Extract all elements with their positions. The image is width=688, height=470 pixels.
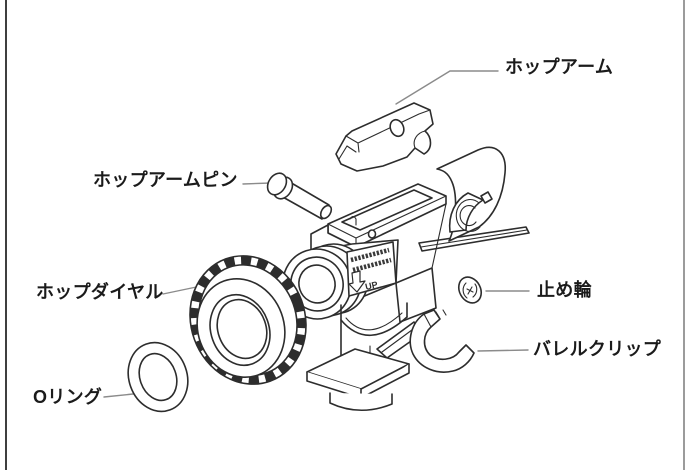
hop-dial-part [189,255,307,385]
nozzle-bore [298,264,336,304]
label-o-ring: Oリング [33,387,103,407]
leader-hop-arm-pin [242,182,272,185]
hop-arm-silhouette [335,102,434,172]
hop-arm-tip-facet [338,145,357,160]
body-rear-join [431,203,447,269]
body-right-face [395,267,437,323]
chamber-body-part: UP [282,146,530,412]
emboss-logo-line-1 [350,247,390,263]
leader-hop-arm [395,70,499,105]
label-hop-arm-pin: ホップアームピン [93,170,238,190]
dial-teeth [190,255,306,385]
frame-window [341,189,433,231]
saddle-front-rim [340,316,408,337]
leader-o-ring [103,393,134,398]
bottom-stub [329,392,393,412]
barrel-clip-body [409,309,475,373]
under-rail-edge [381,326,417,353]
o-ring-inner [138,352,178,402]
hop-arm-folds [345,109,431,153]
leader-barrel-clip [477,349,529,352]
frame-screw-hole [367,229,377,239]
lower-tube-walls [340,302,408,363]
e-clip-cutout [462,282,478,299]
page-left-border [5,0,7,470]
hop-arm-pin-part [266,172,333,220]
o-ring-part [127,341,189,413]
emboss-logo-line-2 [352,257,392,273]
hop-arm-hole [389,118,405,138]
pin-head-flange [266,172,288,196]
retaining-ring-part [457,276,483,304]
chamber-rail-bar-edge [420,229,528,248]
groove-tab [480,191,493,204]
frame-notch [349,215,357,226]
groove-arc-inner [459,205,477,227]
saddle-back-rim [345,312,403,331]
leader-lines [103,70,530,398]
hop-arm-part [335,102,434,172]
label-hop-dial: ホップダイヤル [36,282,164,302]
barrel-clip-part [409,309,475,373]
label-hop-arm: ホップアーム [505,57,614,77]
label-barrel-clip: バレルクリップ [533,339,662,359]
up-marking: UP [364,279,378,292]
pin-tip [319,204,333,220]
groove-arc-outer [455,198,481,233]
dial-hole-inner [216,298,268,360]
barrel-clip-details [423,309,467,353]
label-retaining-ring: 止め輪 [537,280,592,300]
page-right-border [683,0,685,470]
down-arrow-marking [348,270,366,293]
